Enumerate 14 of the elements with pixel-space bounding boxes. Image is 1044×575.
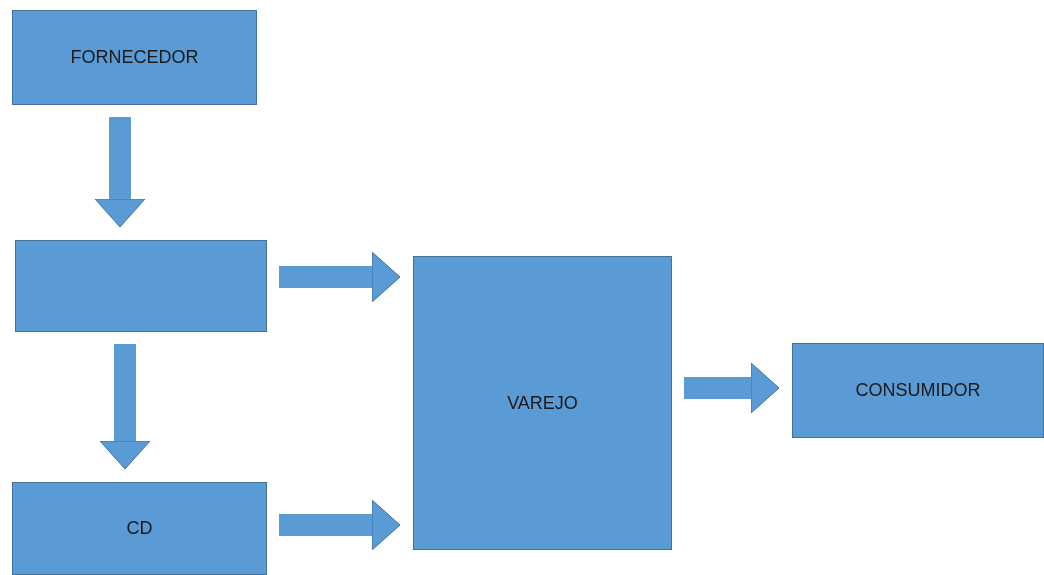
block-arrow — [279, 251, 401, 303]
block-arrow — [99, 344, 151, 470]
process-box — [792, 343, 1044, 438]
block-arrow — [94, 117, 146, 228]
block-arrow — [684, 362, 780, 414]
box-label: FORNECEDOR — [70, 47, 199, 68]
block-arrow — [279, 499, 401, 551]
box-label: CONSUMIDOR — [855, 380, 981, 401]
process-box — [15, 240, 267, 332]
process-box — [12, 482, 267, 575]
process-box — [413, 256, 672, 550]
box-label: CD — [126, 518, 153, 539]
box-label: VAREJO — [507, 392, 578, 414]
process-box — [12, 10, 257, 105]
